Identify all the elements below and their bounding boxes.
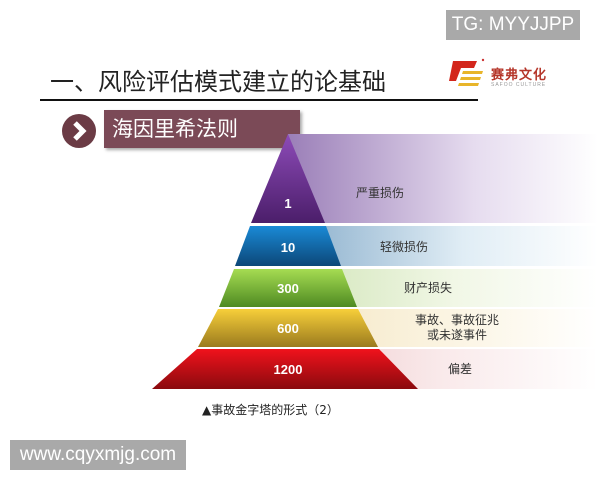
logo-name-en: SAFOO CULTURE bbox=[491, 82, 547, 88]
pyramid-label-minor: 轻微损伤 bbox=[379, 240, 428, 254]
pyramid-label-severe: 严重损伤 bbox=[355, 186, 404, 200]
pyramid-label-property: 财产损失 bbox=[403, 281, 452, 295]
watermark-bottom: www.cqyxmjg.com bbox=[10, 440, 186, 470]
logo-name-zh: 赛弗文化 bbox=[491, 68, 548, 83]
pyramid-label-incident-line2: 或未遂事件 bbox=[426, 328, 487, 342]
logo-mark-icon bbox=[449, 58, 485, 86]
title-divider bbox=[40, 99, 478, 101]
chevron-right-icon bbox=[62, 114, 96, 148]
pyramid-value-600: 600 bbox=[277, 321, 299, 336]
pyramid-value-300: 300 bbox=[277, 281, 299, 296]
watermark-top: TG: MYYJJPP bbox=[446, 10, 580, 40]
figure-caption: ▲事故金字塔的形式（2） bbox=[202, 403, 339, 417]
pyramid-value-10: 10 bbox=[280, 240, 296, 255]
pyramid-label-incident-line1: 事故、事故征兆 bbox=[414, 313, 499, 327]
pyramid-label-deviation: 偏差 bbox=[447, 362, 472, 376]
pyramid-value-1: 1 bbox=[284, 196, 292, 211]
pyramid-value-1200: 1200 bbox=[273, 362, 303, 377]
pyramid-label-incident: 事故、事故征兆 或未遂事件 bbox=[402, 313, 512, 343]
page-title: 一、风险评估模式建立的论基础 bbox=[50, 68, 386, 96]
section-title: 海因里希法则 bbox=[104, 110, 300, 148]
company-logo: 赛弗文化 SAFOO CULTURE bbox=[447, 57, 567, 93]
